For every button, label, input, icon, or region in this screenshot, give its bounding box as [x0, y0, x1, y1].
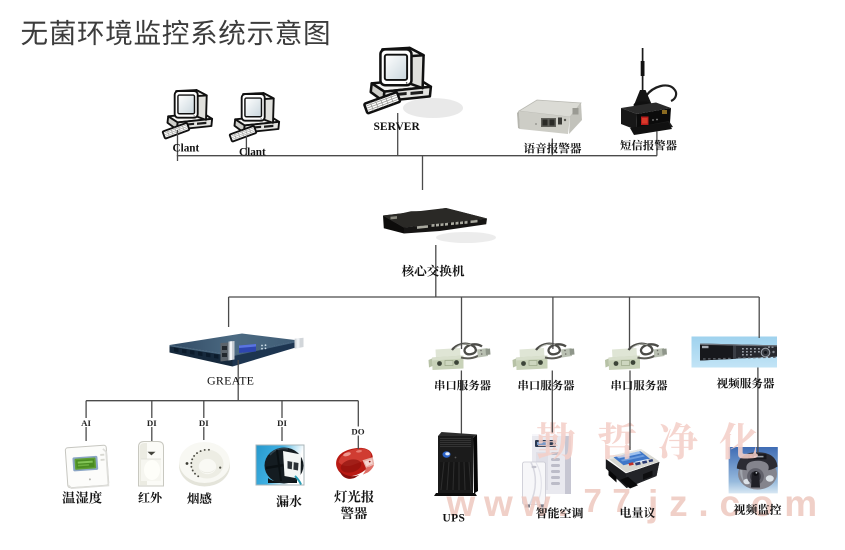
svg-text:jz.com: jz.com — [647, 483, 828, 524]
svg-text:AI: AI — [81, 418, 91, 428]
svg-text:DI: DI — [147, 418, 157, 428]
svg-text:DI: DI — [277, 418, 287, 428]
svg-text:77: 77 — [584, 482, 642, 519]
svg-text:www.: www. — [446, 483, 577, 524]
svg-text:UPS: UPS — [443, 513, 466, 525]
svg-text:Clant: Clant — [173, 143, 200, 155]
svg-text:SERVER: SERVER — [374, 121, 421, 133]
svg-text:DO: DO — [351, 427, 364, 437]
svg-text:GREATE: GREATE — [207, 374, 254, 388]
svg-text:Clant: Clant — [239, 147, 266, 159]
svg-text:DI: DI — [199, 418, 209, 428]
